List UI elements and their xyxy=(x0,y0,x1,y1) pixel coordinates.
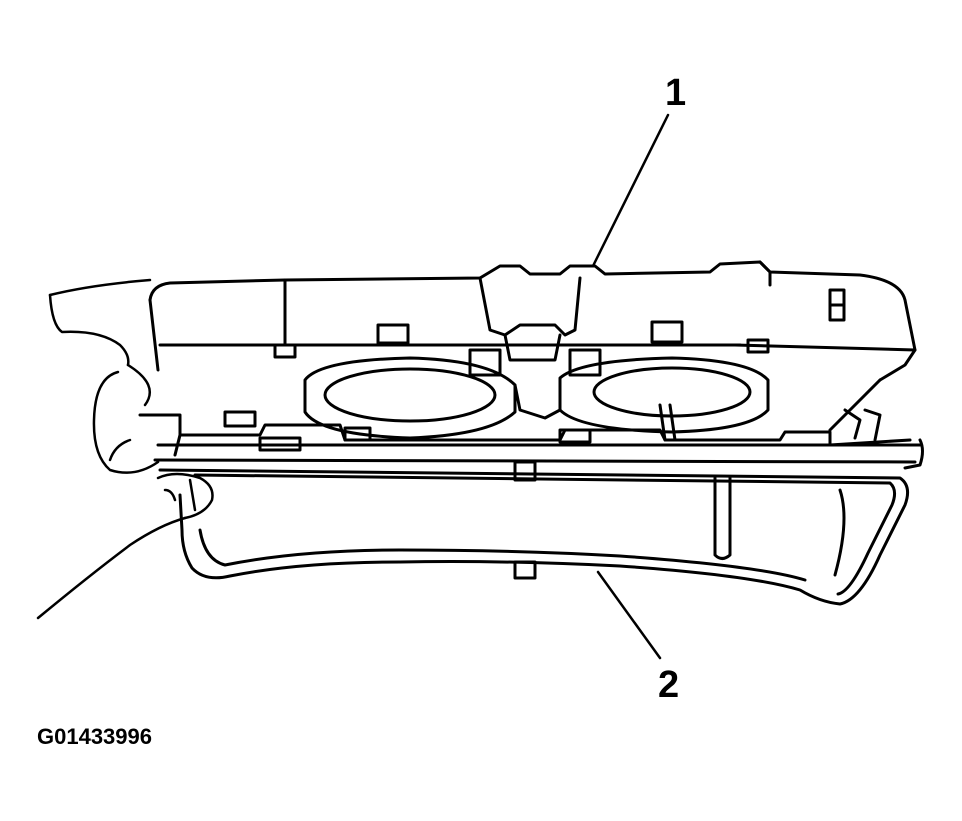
figure-id-label: G01433996 xyxy=(37,724,152,749)
hand xyxy=(36,278,214,620)
center-divider xyxy=(513,383,562,420)
leader-line-2 xyxy=(596,570,662,660)
lower-shroud xyxy=(158,460,910,606)
left-duct-opening xyxy=(303,356,517,440)
callout-2-label: 2 xyxy=(658,664,680,706)
mounting-rail xyxy=(138,378,924,470)
callout-1-label: 1 xyxy=(665,72,687,114)
right-duct-opening xyxy=(558,356,770,434)
leader-lines xyxy=(591,113,670,660)
upper-module xyxy=(148,260,917,382)
leader-line-1 xyxy=(591,113,670,268)
